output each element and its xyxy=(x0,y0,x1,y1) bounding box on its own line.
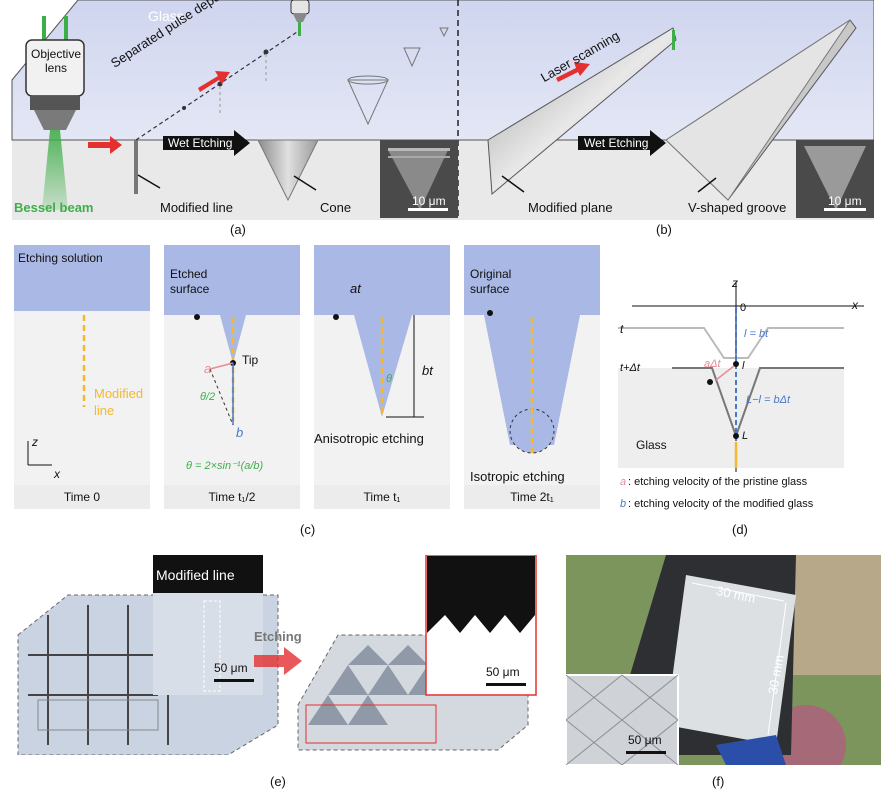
d-x: x xyxy=(852,298,858,312)
cone-label: Cone xyxy=(320,200,352,215)
red-arrow-scan xyxy=(556,62,590,82)
small-lens xyxy=(290,0,310,15)
a-vec-label: a xyxy=(204,361,212,376)
wet-etching-arrow-b xyxy=(578,130,666,156)
glass-sample xyxy=(666,575,796,745)
cone-shape xyxy=(257,139,319,202)
red-arrow-pulse xyxy=(198,71,230,92)
d-legend-a-sym: a xyxy=(620,476,627,488)
tip-label: Tip xyxy=(242,353,259,367)
caption-a: (a) xyxy=(230,222,246,237)
scale-a: 10 μm xyxy=(412,194,446,208)
e-scale1: 50 μm xyxy=(214,661,248,675)
time-2t1: Time 2t₁ xyxy=(464,485,600,509)
panel-c-svg xyxy=(14,245,600,485)
original-surface-label: Original surface xyxy=(470,267,512,296)
e-etching: Etching xyxy=(254,629,302,644)
wet-etching-arrow-a xyxy=(163,130,250,156)
modified-line-c-label: Modified line xyxy=(94,386,144,418)
v-groove-label: V-shaped groove xyxy=(688,200,787,215)
etched-surface-label: Etched surface xyxy=(170,267,210,296)
wet-etching-label-b: Wet Etching xyxy=(584,136,649,150)
bt-label: bt xyxy=(422,363,433,378)
col-time1 xyxy=(314,245,450,485)
wet-etching-label-a: Wet Etching xyxy=(168,136,233,150)
bessel-beam xyxy=(42,130,68,210)
e-scale2: 50 μm xyxy=(486,665,520,679)
d-legend-b: : etching velocity of the modified glass xyxy=(628,498,814,510)
d-z: z xyxy=(732,276,738,290)
etching-solution-label: Etching solution xyxy=(18,251,103,265)
theta-label: θ xyxy=(386,373,392,385)
anisotropic-label: Anisotropic etching xyxy=(314,431,424,446)
b-vec-label: b xyxy=(236,425,244,440)
panel-d: z x 0 t t+Δt l = bt aΔt l L−l = bΔt L Gl… xyxy=(612,272,874,522)
d-t-dt: t+Δt xyxy=(620,362,640,374)
col-time0 xyxy=(14,245,150,485)
caption-c: (c) xyxy=(300,522,316,537)
modified-line-mark xyxy=(134,140,138,194)
d-legend-a: : etching velocity of the pristine glass xyxy=(628,476,808,488)
d-legend-b-sym: b xyxy=(620,498,627,510)
caption-d: (d) xyxy=(732,522,748,537)
d-l-eq: l = bt xyxy=(744,328,769,340)
modified-plane-shape xyxy=(487,27,677,196)
half-theta-label: θ/2 xyxy=(200,391,216,403)
panel-e: Modified line 50 μm Etching 50 μm xyxy=(8,554,548,756)
beam-top-left xyxy=(42,16,46,40)
col-time-half xyxy=(164,245,300,485)
cone-float-1 xyxy=(347,79,389,126)
panel-f: 30 mm 30 mm 50 μm xyxy=(565,555,881,785)
modified-plane-label: Modified plane xyxy=(528,200,613,215)
red-arrow-a xyxy=(88,136,122,154)
caption-f: (f) xyxy=(712,774,725,789)
theta-eq-label: θ = 2×sin⁻¹(a/b) xyxy=(186,460,264,472)
d-glass: Glass xyxy=(636,438,667,452)
beam-top-right xyxy=(64,16,68,40)
caption-b: (b) xyxy=(656,222,672,237)
col-time2 xyxy=(464,245,600,485)
d-L-eq: L−l = bΔt xyxy=(746,394,791,406)
objective-lens-tip xyxy=(34,110,76,130)
f-scale: 50 μm xyxy=(628,733,662,747)
d-t: t xyxy=(620,322,624,336)
time-0: Time 0 xyxy=(14,485,150,509)
panel-a-b: Glass Objective lens Separated pulse dep… xyxy=(8,0,875,220)
panel-c: Etching solution Modified line z x Etche… xyxy=(14,245,604,510)
panel-e-svg xyxy=(17,554,537,756)
at-label: at xyxy=(350,281,361,296)
axis-z-c: z xyxy=(32,435,38,449)
panel-d-svg xyxy=(618,282,864,472)
d-L: L xyxy=(742,430,749,442)
panel-ab-svg xyxy=(11,0,875,220)
glass-label: Glass xyxy=(148,8,184,24)
scale-b: 10 μm xyxy=(828,194,862,208)
objective-lens-label: Objective lens xyxy=(30,47,82,75)
modified-line-label: Modified line xyxy=(160,200,233,215)
time-half: Time t₁/2 xyxy=(164,485,300,509)
d-a-dt: aΔt xyxy=(704,358,721,370)
bessel-beam-label: Bessel beam xyxy=(14,200,94,215)
d-l: l xyxy=(742,360,745,372)
caption-e: (e) xyxy=(270,774,286,789)
isotropic-label: Isotropic etching xyxy=(470,469,565,484)
objective-lens-band xyxy=(30,96,80,110)
axis-x-c: x xyxy=(54,467,60,481)
e-modified-line: Modified line xyxy=(156,567,235,583)
time-t1: Time t₁ xyxy=(314,485,450,509)
panel-f-svg xyxy=(565,555,881,785)
d-zero: 0 xyxy=(740,302,747,314)
